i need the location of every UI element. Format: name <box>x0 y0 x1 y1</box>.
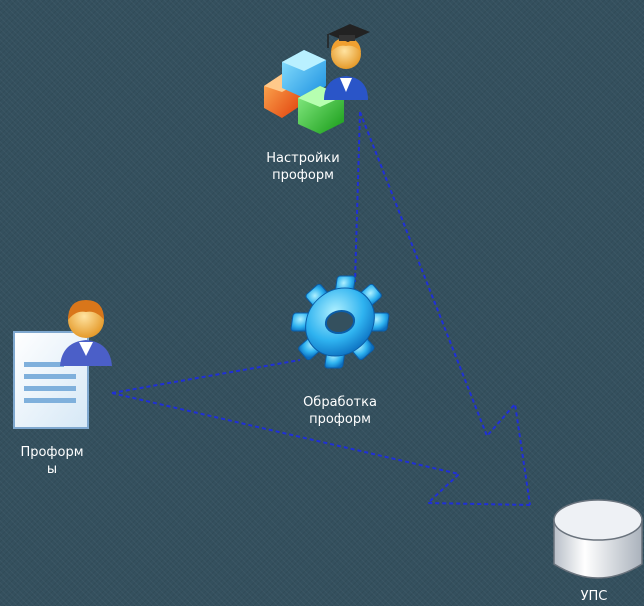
settings-node <box>258 8 378 138</box>
processing-label-line2: проформ <box>309 412 371 427</box>
proforms-label: Проформ ы <box>4 444 100 478</box>
processing-label-line1: Обработка <box>303 395 377 410</box>
proforms-label-line2: ы <box>46 462 58 477</box>
document-with-user-icon <box>13 300 112 429</box>
processing-label: Обработка проформ <box>284 394 396 428</box>
settings-label-line1: Настройки <box>266 151 340 166</box>
settings-label: Настройки проформ <box>248 150 358 184</box>
proforms-node <box>10 290 120 430</box>
ups-node <box>552 496 644 586</box>
database-cylinder-icon <box>553 499 643 579</box>
cubes-with-graduate-icon <box>264 24 370 134</box>
processing-node <box>286 272 396 372</box>
connector-settings-processing <box>354 111 361 283</box>
proforms-label-line1: Проформ <box>20 445 84 460</box>
ups-label: УПС <box>580 589 608 604</box>
arrow-proforms-ups <box>111 392 531 506</box>
settings-label-line2: проформ <box>272 168 334 183</box>
gear-icon <box>290 275 390 369</box>
connector-proforms-processing <box>111 359 301 394</box>
arrow-settings-ups <box>359 111 531 506</box>
